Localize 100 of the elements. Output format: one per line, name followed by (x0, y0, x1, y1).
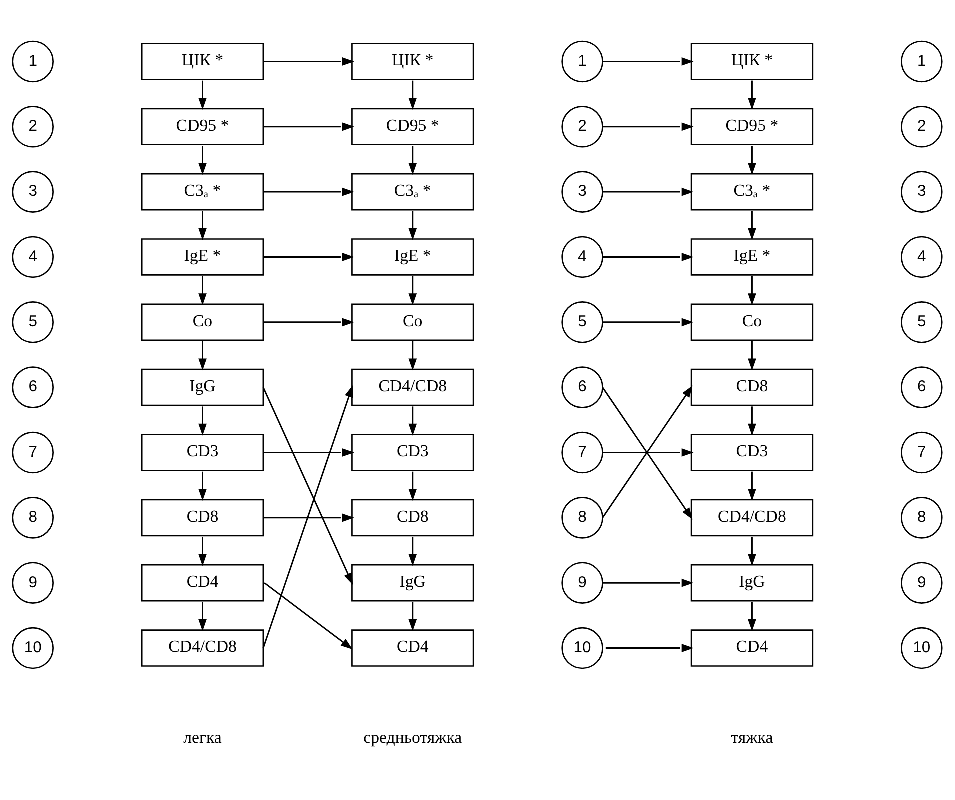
arrow (198, 341, 207, 370)
arrow (263, 318, 354, 326)
node-box: IgG (690, 564, 814, 602)
arrow (408, 602, 418, 631)
label: средньотяжка (364, 728, 462, 747)
node-box: IgG (141, 368, 264, 406)
node-circle: 8 (562, 496, 604, 538)
node-box: CD8 (690, 368, 814, 406)
node-circle: 6 (901, 366, 943, 408)
arrow (748, 471, 756, 501)
arrow (198, 210, 207, 240)
node-circle: 1 (562, 40, 604, 82)
arrow (602, 252, 694, 261)
node-box: ЦІК * (141, 42, 264, 80)
arrow (606, 644, 694, 652)
node-box: C3ₐ * (352, 172, 474, 210)
arrow (602, 122, 694, 131)
node-box: C3ₐ * (690, 172, 814, 210)
arrow (748, 602, 756, 631)
arrow (408, 406, 418, 436)
arrow (602, 57, 694, 66)
node-box: ЦІК * (690, 42, 814, 80)
node-circle: 9 (12, 562, 54, 604)
arrow (408, 471, 418, 501)
arrow (198, 80, 207, 110)
label: легка (184, 728, 222, 747)
node-box: CD3 (690, 434, 814, 471)
node-circle: 3 (562, 170, 604, 212)
node-circle: 10 (901, 626, 943, 669)
arrow (263, 57, 354, 66)
node-circle: 4 (12, 236, 54, 278)
arrow (263, 252, 354, 261)
node-circle: 3 (12, 170, 54, 212)
arrow (262, 384, 354, 648)
node-box: ЦІК * (352, 42, 474, 80)
node-circle: 4 (901, 236, 943, 278)
arrow (748, 536, 756, 566)
arrow (748, 341, 756, 370)
node-box: CD95 * (141, 108, 264, 146)
arrow (408, 341, 418, 370)
node-box: CD4/CD8 (141, 629, 264, 666)
arrow (263, 187, 354, 196)
node-circle: 1 (901, 40, 943, 82)
arrow (263, 513, 354, 522)
node-circle: 7 (562, 431, 604, 474)
node-circle: 2 (562, 106, 604, 148)
node-box: CD4/CD8 (690, 498, 814, 536)
node-circle: 8 (901, 496, 943, 538)
node-circle: 7 (12, 431, 54, 474)
node-circle: 1 (12, 40, 54, 82)
node-box: IgE * (690, 238, 814, 276)
arrow (198, 276, 207, 306)
arrow (408, 210, 418, 240)
node-box: Co (690, 303, 814, 341)
node-circle: 9 (562, 562, 604, 604)
node-box: Co (141, 303, 264, 341)
arrow (198, 471, 207, 501)
node-box: CD95 * (690, 108, 814, 146)
arrow (198, 406, 207, 436)
arrow (198, 536, 207, 566)
node-circle: 2 (901, 106, 943, 148)
node-box: C3ₐ * (141, 172, 264, 210)
arrow (198, 602, 207, 631)
node-circle: 3 (901, 170, 943, 212)
node-box: CD4 (141, 564, 264, 602)
arrow (748, 80, 756, 110)
node-box: CD3 (141, 434, 264, 471)
node-circle: 2 (12, 106, 54, 148)
arrow (748, 146, 756, 175)
node-circle: 9 (901, 562, 943, 604)
arrow (263, 122, 354, 131)
node-circle: 10 (562, 626, 604, 669)
node-circle: 5 (562, 301, 604, 343)
node-box: CD95 * (352, 108, 474, 146)
node-box: CD8 (141, 498, 264, 536)
arrow (198, 146, 207, 175)
node-circle: 6 (12, 366, 54, 408)
arrow (602, 187, 694, 196)
node-box: CD4 (690, 629, 814, 666)
node-circle: 5 (12, 301, 54, 343)
arrow (748, 276, 756, 306)
arrow (748, 406, 756, 436)
arrow (262, 386, 354, 585)
arrow (748, 210, 756, 240)
label: тяжка (731, 728, 774, 747)
arrow (408, 536, 418, 566)
arrow (602, 318, 694, 326)
arrow (408, 146, 418, 175)
arrow (408, 80, 418, 110)
node-box: CD4/CD8 (352, 368, 474, 406)
node-circle: 5 (901, 301, 943, 343)
node-circle: 10 (12, 626, 54, 669)
node-box: Co (352, 303, 474, 341)
arrow (263, 448, 354, 456)
node-box: CD8 (352, 498, 474, 536)
arrow (408, 276, 418, 306)
node-box: IgE * (352, 238, 474, 276)
node-circle: 8 (12, 496, 54, 538)
arrow (264, 582, 353, 650)
node-box: CD4 (352, 629, 474, 666)
